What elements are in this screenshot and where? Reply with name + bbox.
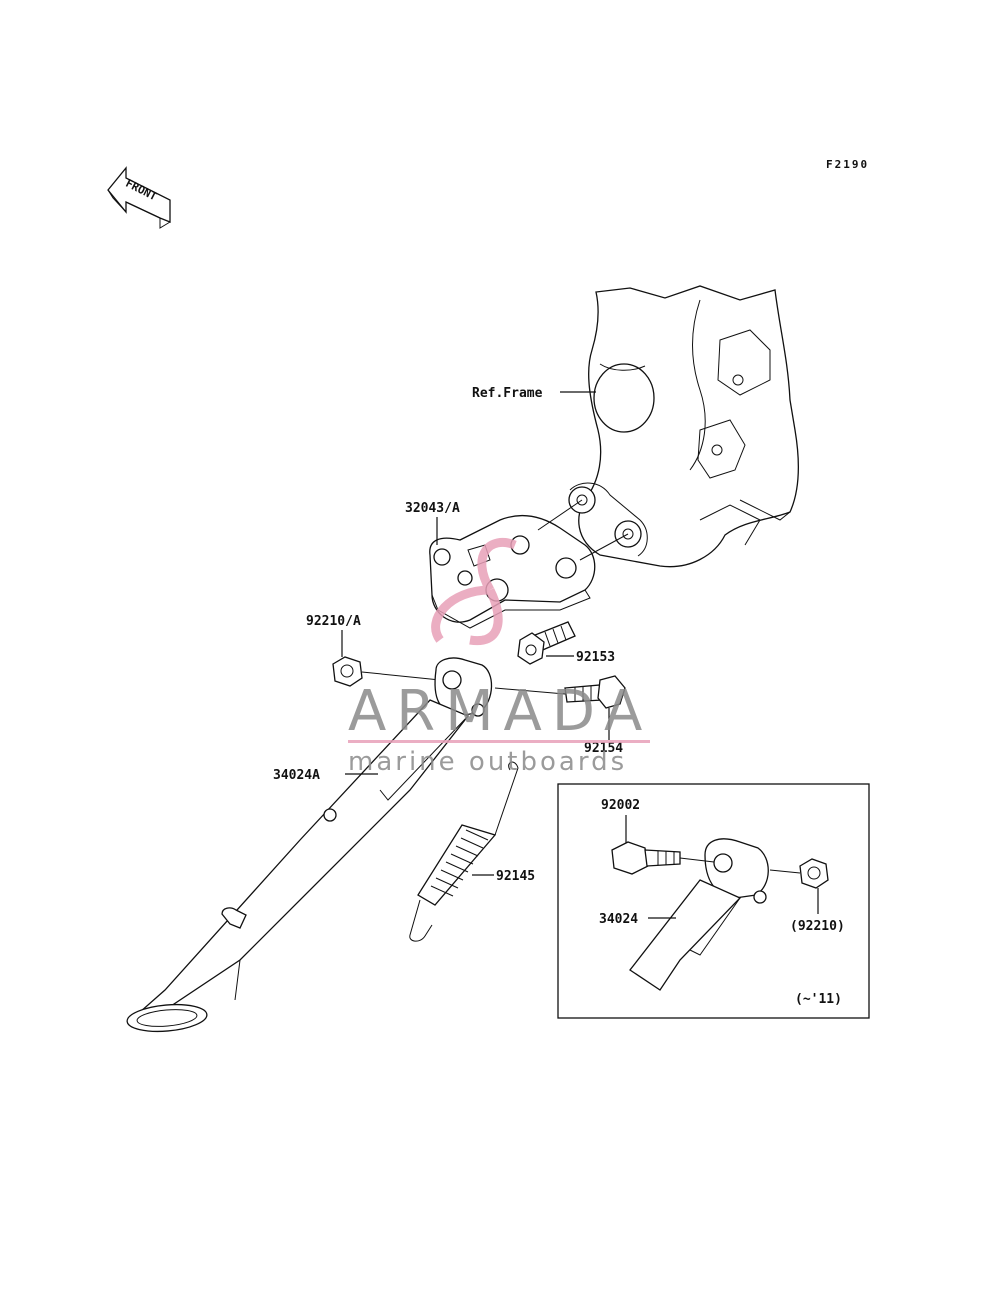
side-stand-34024a xyxy=(126,657,493,1033)
watermark: ARMADA marine outboards xyxy=(348,537,652,777)
diagram-code: F2190 xyxy=(826,158,869,171)
label-inset-nut: (92210) xyxy=(790,919,845,934)
inset-bolt-92002 xyxy=(611,841,681,875)
watermark-tagline: marine outboards xyxy=(348,747,627,777)
label-bolt-92153: 92153 xyxy=(576,650,615,665)
label-stand-a: 34024A xyxy=(273,768,320,783)
watermark-divider xyxy=(348,740,650,743)
label-bracket: 32043/A xyxy=(405,501,460,516)
frame-outline xyxy=(568,285,799,568)
label-ref-frame: Ref.Frame xyxy=(472,386,543,401)
nut-92210-a xyxy=(332,656,363,687)
watermark-brand: ARMADA xyxy=(348,679,652,744)
inset-nut-92210 xyxy=(799,858,829,889)
label-inset-note: (~'11) xyxy=(795,992,842,1007)
label-inset-bolt: 92002 xyxy=(601,798,640,813)
inset-stand-34024 xyxy=(629,838,769,991)
watermark-propeller-icon xyxy=(431,537,517,646)
inset-box xyxy=(557,783,870,1019)
label-inset-stand: 34024 xyxy=(599,912,638,927)
label-spring: 92145 xyxy=(496,869,535,884)
label-bolt-92154: 92154 xyxy=(584,741,623,756)
front-arrow-icon: FRONT xyxy=(107,166,171,229)
bracket-32043-a xyxy=(429,514,596,629)
bolt-92153 xyxy=(517,621,576,665)
label-nut-a: 92210/A xyxy=(306,614,361,629)
spring-92145 xyxy=(409,761,519,942)
bolt-92154 xyxy=(564,675,626,709)
